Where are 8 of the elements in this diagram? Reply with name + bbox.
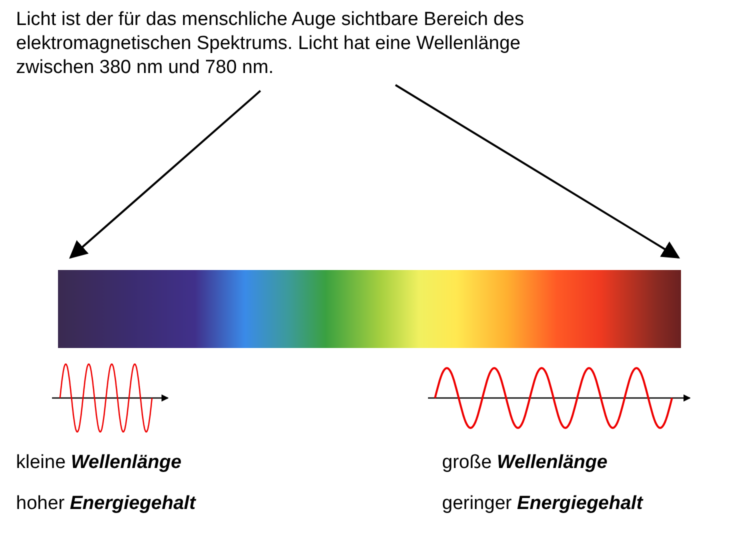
spectrum-bar: [58, 270, 681, 348]
caption-text: große Wellenlänge: [442, 451, 608, 474]
arrow: [394, 84, 680, 258]
arrow: [69, 90, 262, 259]
caption-text: geringer Energiegehalt: [442, 492, 643, 515]
caption-text: kleine Wellenlänge: [16, 451, 182, 474]
description-text: Licht ist der für das menschliche Auge sichtbare Bereich des elektromagnetischen Spektrums. Licht hat eine Wellenlänge zwischen 380 nm und 780 nm.: [16, 8, 591, 80]
caption-text: hoher Energiegehalt: [16, 492, 196, 515]
